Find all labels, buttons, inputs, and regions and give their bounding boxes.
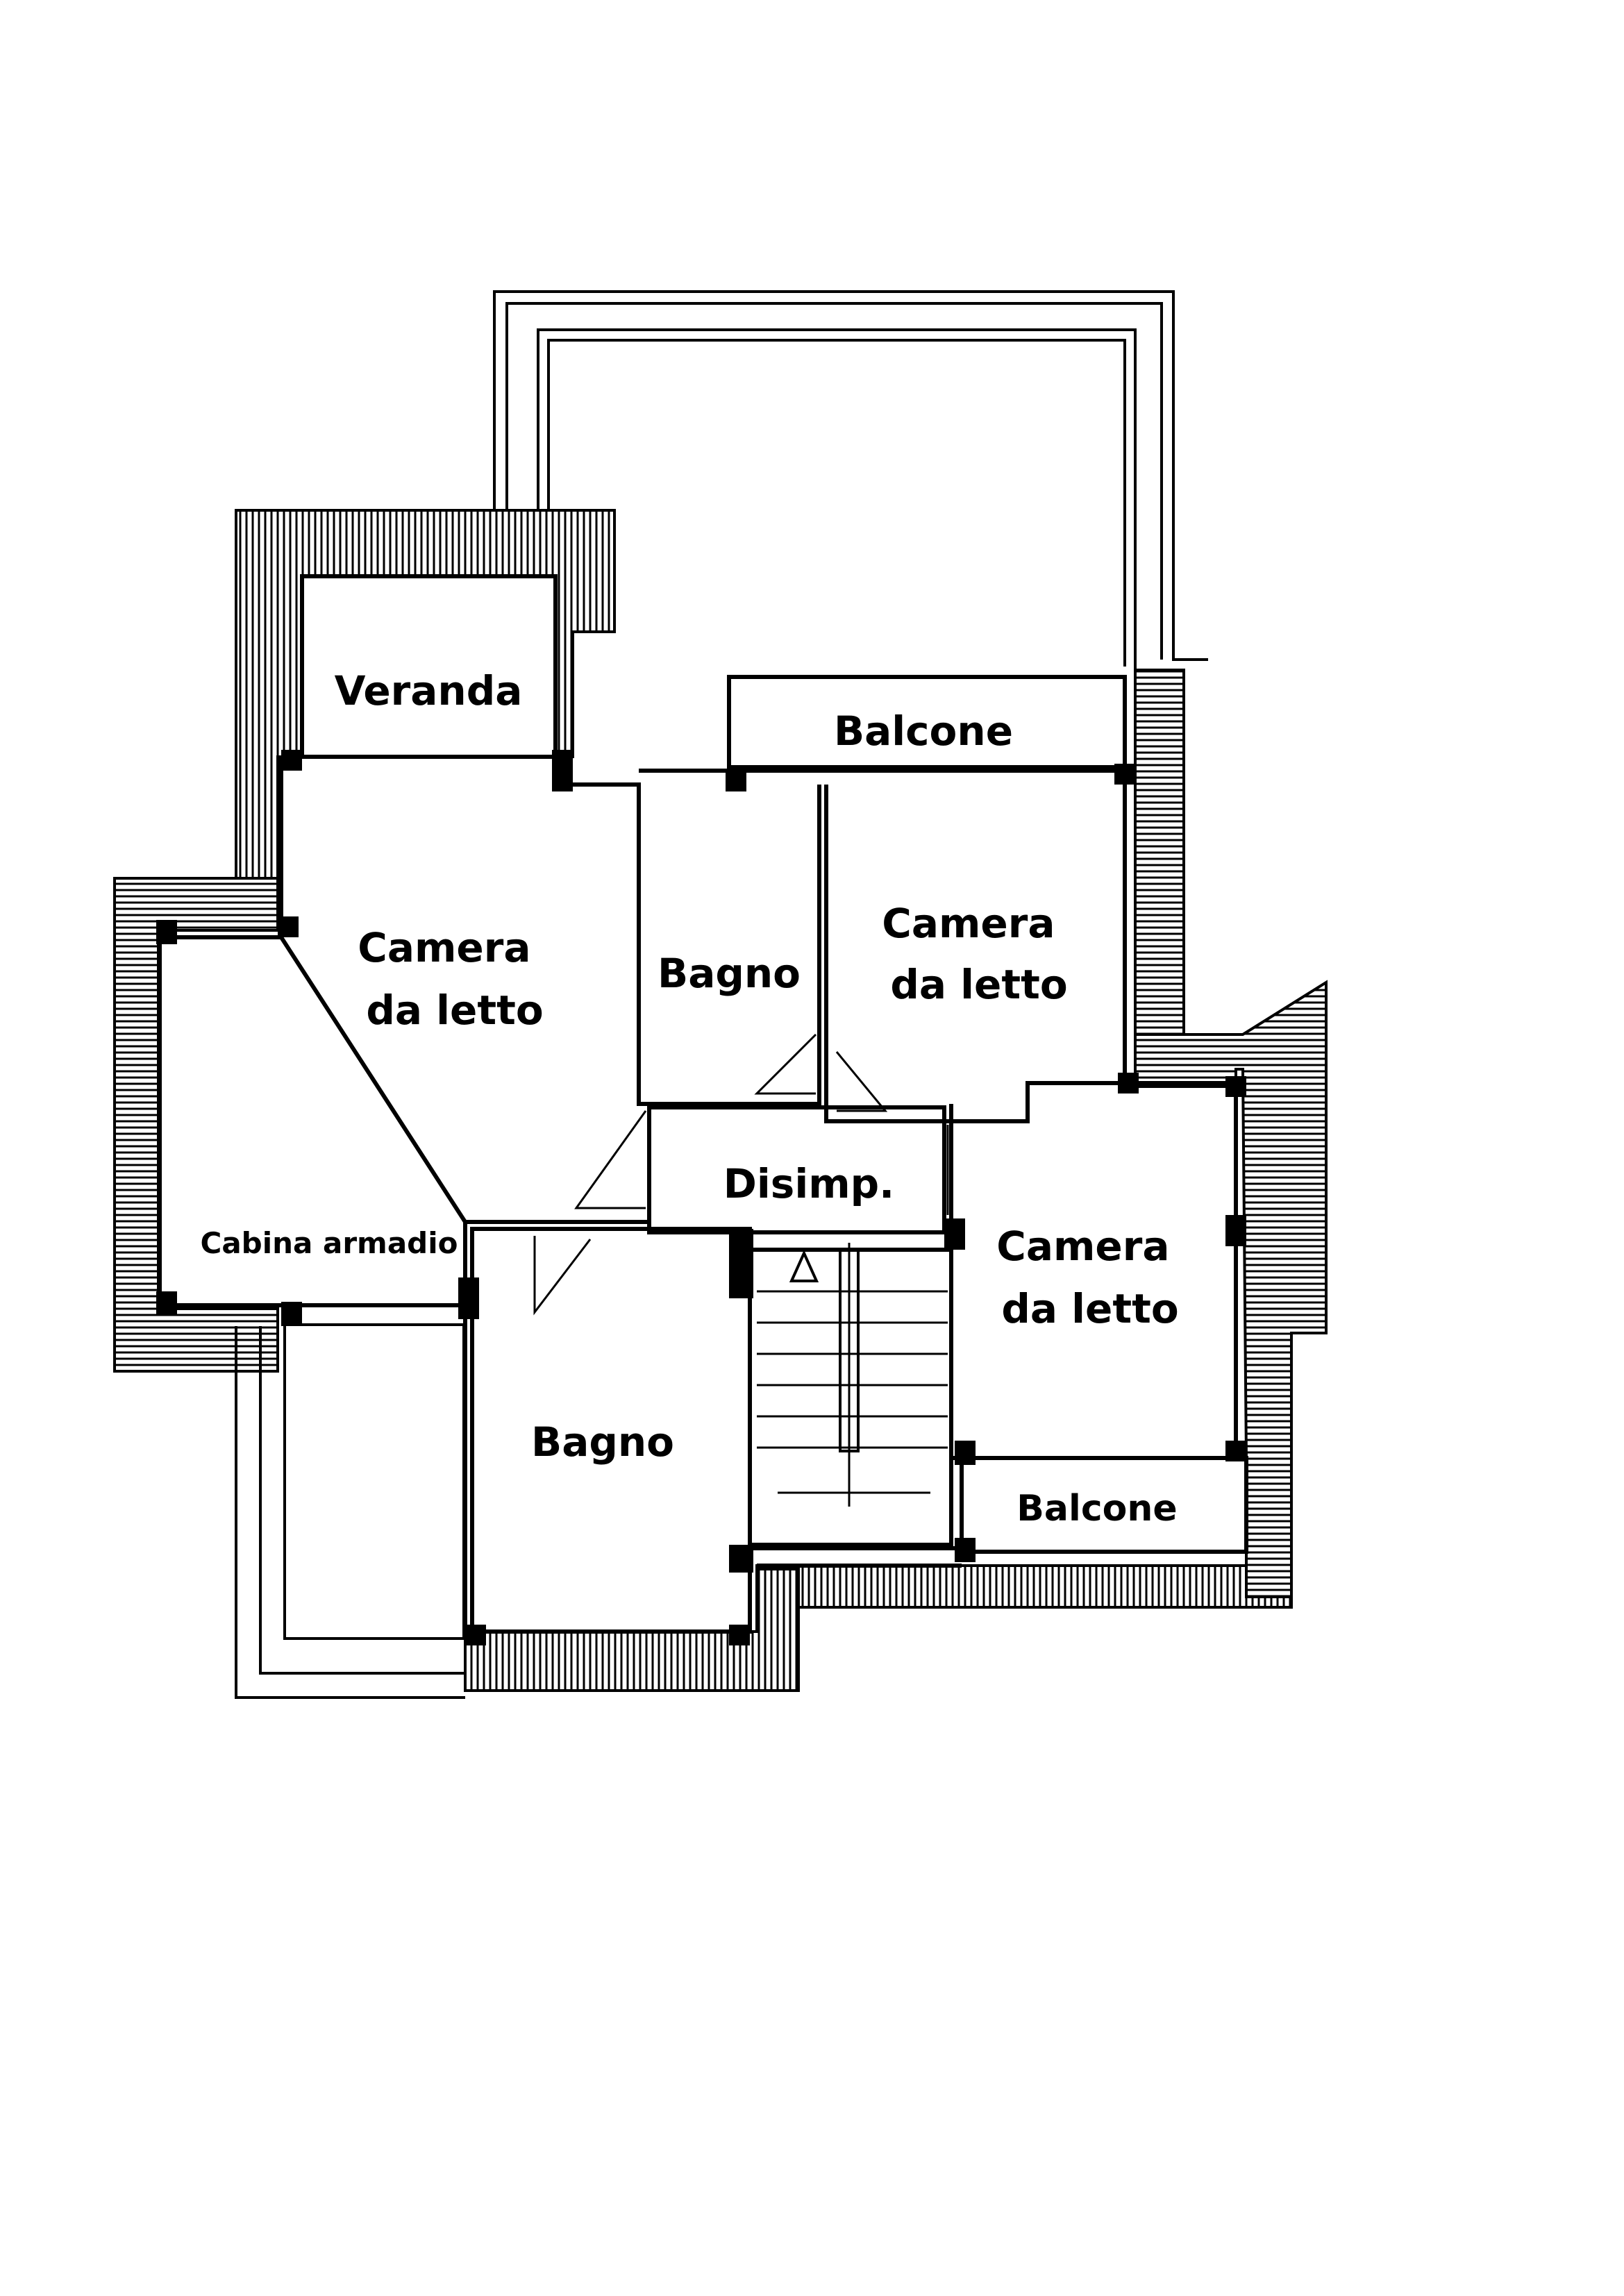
veranda-walls xyxy=(300,574,558,759)
disimp-walls xyxy=(647,1105,946,1234)
balcone-bottom-walls xyxy=(960,1456,1248,1554)
walls xyxy=(158,574,1248,1634)
balcone-top-walls xyxy=(727,675,1127,769)
bottom-left-terrace xyxy=(235,1323,465,1699)
room-labels: Veranda Balcone Camera da letto Bagno Ca… xyxy=(201,667,1183,1530)
eave-veranda xyxy=(235,509,616,932)
stairs xyxy=(757,1243,948,1507)
room-label-camera-3: Camera da letto xyxy=(996,1223,1183,1332)
pillars xyxy=(156,750,1246,1645)
room-label-veranda: Veranda xyxy=(335,667,523,714)
eave-right-top xyxy=(1134,669,1185,1069)
room-label-bagno-1: Bagno xyxy=(658,950,801,997)
top-terrace-outline xyxy=(493,290,1208,677)
roof-eaves xyxy=(113,509,1328,1692)
room-label-cabina: Cabina armadio xyxy=(201,1226,458,1260)
room-label-disimpegno: Disimp. xyxy=(723,1160,894,1207)
eave-bottom-left xyxy=(464,1568,800,1692)
eave-bottom-middle xyxy=(755,1564,1293,1668)
eave-left xyxy=(113,877,279,1373)
room-label-balcone-bottom: Balcone xyxy=(1016,1488,1177,1530)
room-label-camera-1: Camera da letto xyxy=(358,924,544,1034)
room-label-bagno-2: Bagno xyxy=(531,1418,674,1466)
stairs-up-arrow-icon xyxy=(789,1250,819,1282)
room-label-balcone-top: Balcone xyxy=(834,707,1013,755)
room-label-camera-2: Camera da letto xyxy=(882,900,1069,1008)
door-swings xyxy=(533,1033,949,1316)
stairs-walls xyxy=(748,1248,953,1547)
